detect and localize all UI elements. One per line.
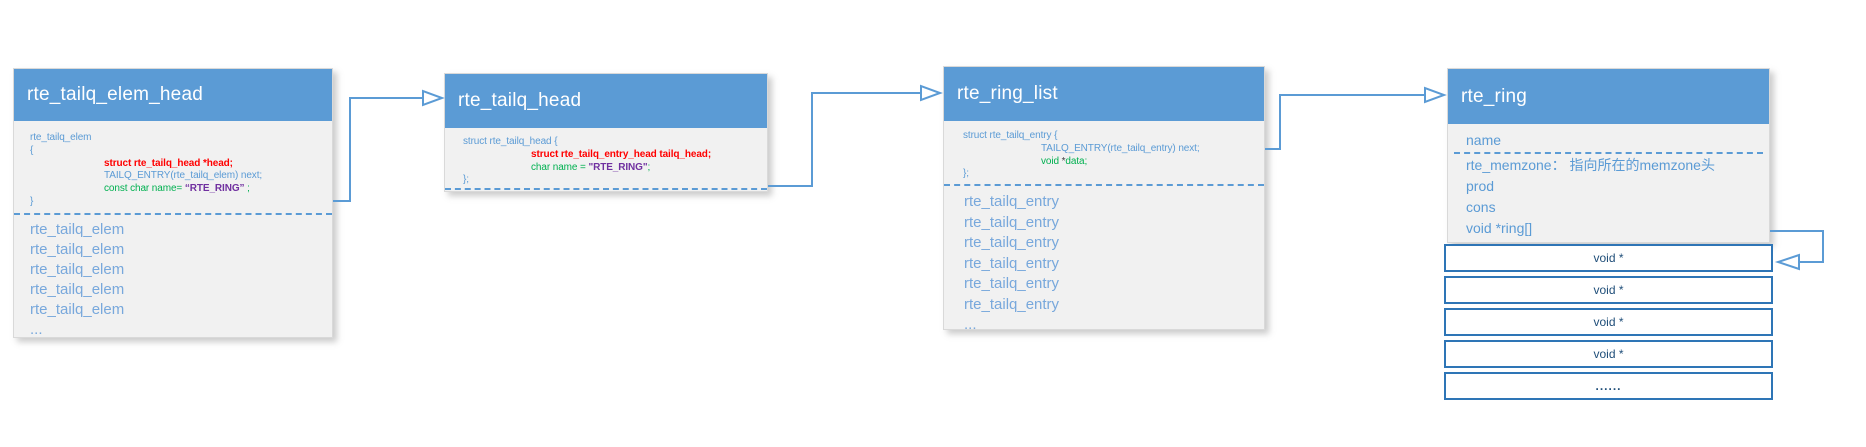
box-title: rte_tailq_elem_head [27,84,203,105]
list-item: rte_tailq_entry [964,295,1060,313]
connector-ring-list-to-ring [1265,94,1425,150]
code-line: struct rte_tailq_head *head; [104,157,233,169]
arrow-left-icon [1774,253,1800,271]
box-title: rte_ring_list [957,83,1058,104]
code-seg: void [1041,155,1062,167]
code-line: struct rte_tailq_entry_head tailq_head; [531,148,712,160]
box-title: rte_ring [1461,85,1528,107]
list-item: rte_tailq_elem [30,240,125,258]
dashed-divider [944,184,1264,187]
list-item: rte_tailq_entry [964,193,1060,211]
entry-list: rte_tailq_elem rte_tailq_elem rte_tailq_… [14,215,332,340]
code-line: TAILQ_ENTRY(rte_tailq_elem) next; [104,170,263,182]
box-header: rte_tailq_elem_head [14,69,332,121]
list-item: rte_tailq_elem [30,300,125,318]
struct-box-rte-tailq-head: rte_tailq_head struct rte_tailq_head { s… [444,73,768,192]
code-seg: data; [1065,155,1088,167]
code-seg: char name = [531,161,589,173]
code-line: const char name= “RTE_RING” ; [30,183,332,196]
field-list: name rte_memzone： 指向所在的memzone头 prod con… [1448,124,1769,239]
entry-list: rte_tailq_entry rte_tailq_entry rte_tail… [944,186,1264,336]
ring-slot-ellipsis: ...... [1444,372,1773,400]
list-item: rte_tailq_elem [30,280,125,298]
code-seg: ; [244,183,250,195]
dashed-divider [1454,152,1763,154]
ring-slot: void * [1444,308,1773,336]
code-line: } [30,195,34,207]
arrow-right-icon [1424,86,1447,104]
code-line: struct rte_tailq_entry { [963,130,1058,141]
box-header: rte_ring [1448,69,1769,124]
code-line: }; [463,174,469,186]
field-cons: cons [1466,199,1496,215]
box-header: rte_tailq_head [445,74,767,128]
code-block: rte_tailq_elem { struct rte_tailq_head *… [14,121,332,209]
code-line: }; [963,168,969,180]
connector-elem-head-to-tailq-head [333,97,423,202]
code-line: TAILQ_ENTRY(rte_tailq_entry) next; [1041,142,1200,154]
list-item: rte_tailq_entry [964,254,1060,272]
code-line: struct rte_tailq_head { [463,136,558,147]
code-line: char name = "RTE_RING"; [463,162,767,175]
list-item: rte_tailq_entry [964,213,1060,231]
code-line: rte_tailq_elem [30,132,92,143]
code-seg: const char name= [104,183,185,195]
code-seg: * [1061,155,1066,167]
box-header: rte_ring_list [944,67,1264,121]
list-item: rte_tailq_elem [30,220,125,238]
field-ring-array: void *ring[] [1466,220,1533,236]
struct-box-rte-ring: rte_ring name rte_memzone： 指向所在的memzone头… [1447,68,1770,243]
list-item: rte_tailq_elem [30,260,125,278]
dashed-divider [445,188,767,191]
field-memzone: rte_memzone： 指向所在的memzone头 [1466,157,1715,173]
struct-box-rte-ring-list: rte_ring_list struct rte_tailq_entry { T… [943,66,1265,333]
code-seg: “RTE_RING” [184,183,245,195]
arrow-right-icon [422,89,445,107]
struct-box-rte-tailq-elem-head: rte_tailq_elem_head rte_tailq_elem { str… [13,68,333,338]
code-line: { [30,144,34,156]
ring-slot-array: void * void * void * void * ...... [1444,244,1773,404]
code-seg: ; [647,161,651,173]
code-block: struct rte_tailq_head { struct rte_tailq… [445,128,767,187]
code-seg: "RTE_RING" [588,161,648,173]
code-line: void *data; [963,156,1264,169]
box-title: rte_tailq_head [458,90,582,111]
list-item: rte_tailq_entry [964,234,1060,252]
field-name: name [1466,132,1502,148]
ring-slot: void * [1444,276,1773,304]
connector-tailq-head-to-ring-list [768,92,921,187]
ring-slot: void * [1444,340,1773,368]
ellipsis-item: ... [30,320,43,338]
code-block: struct rte_tailq_entry { TAILQ_ENTRY(rte… [944,121,1264,181]
connector-ring-array-to-slot [1770,230,1824,263]
list-item: rte_tailq_entry [964,275,1060,293]
ellipsis-item: ... [964,316,977,334]
ring-slot: void * [1444,244,1773,272]
arrow-right-icon [920,84,943,102]
dashed-divider [14,212,332,215]
field-prod: prod [1466,178,1495,194]
